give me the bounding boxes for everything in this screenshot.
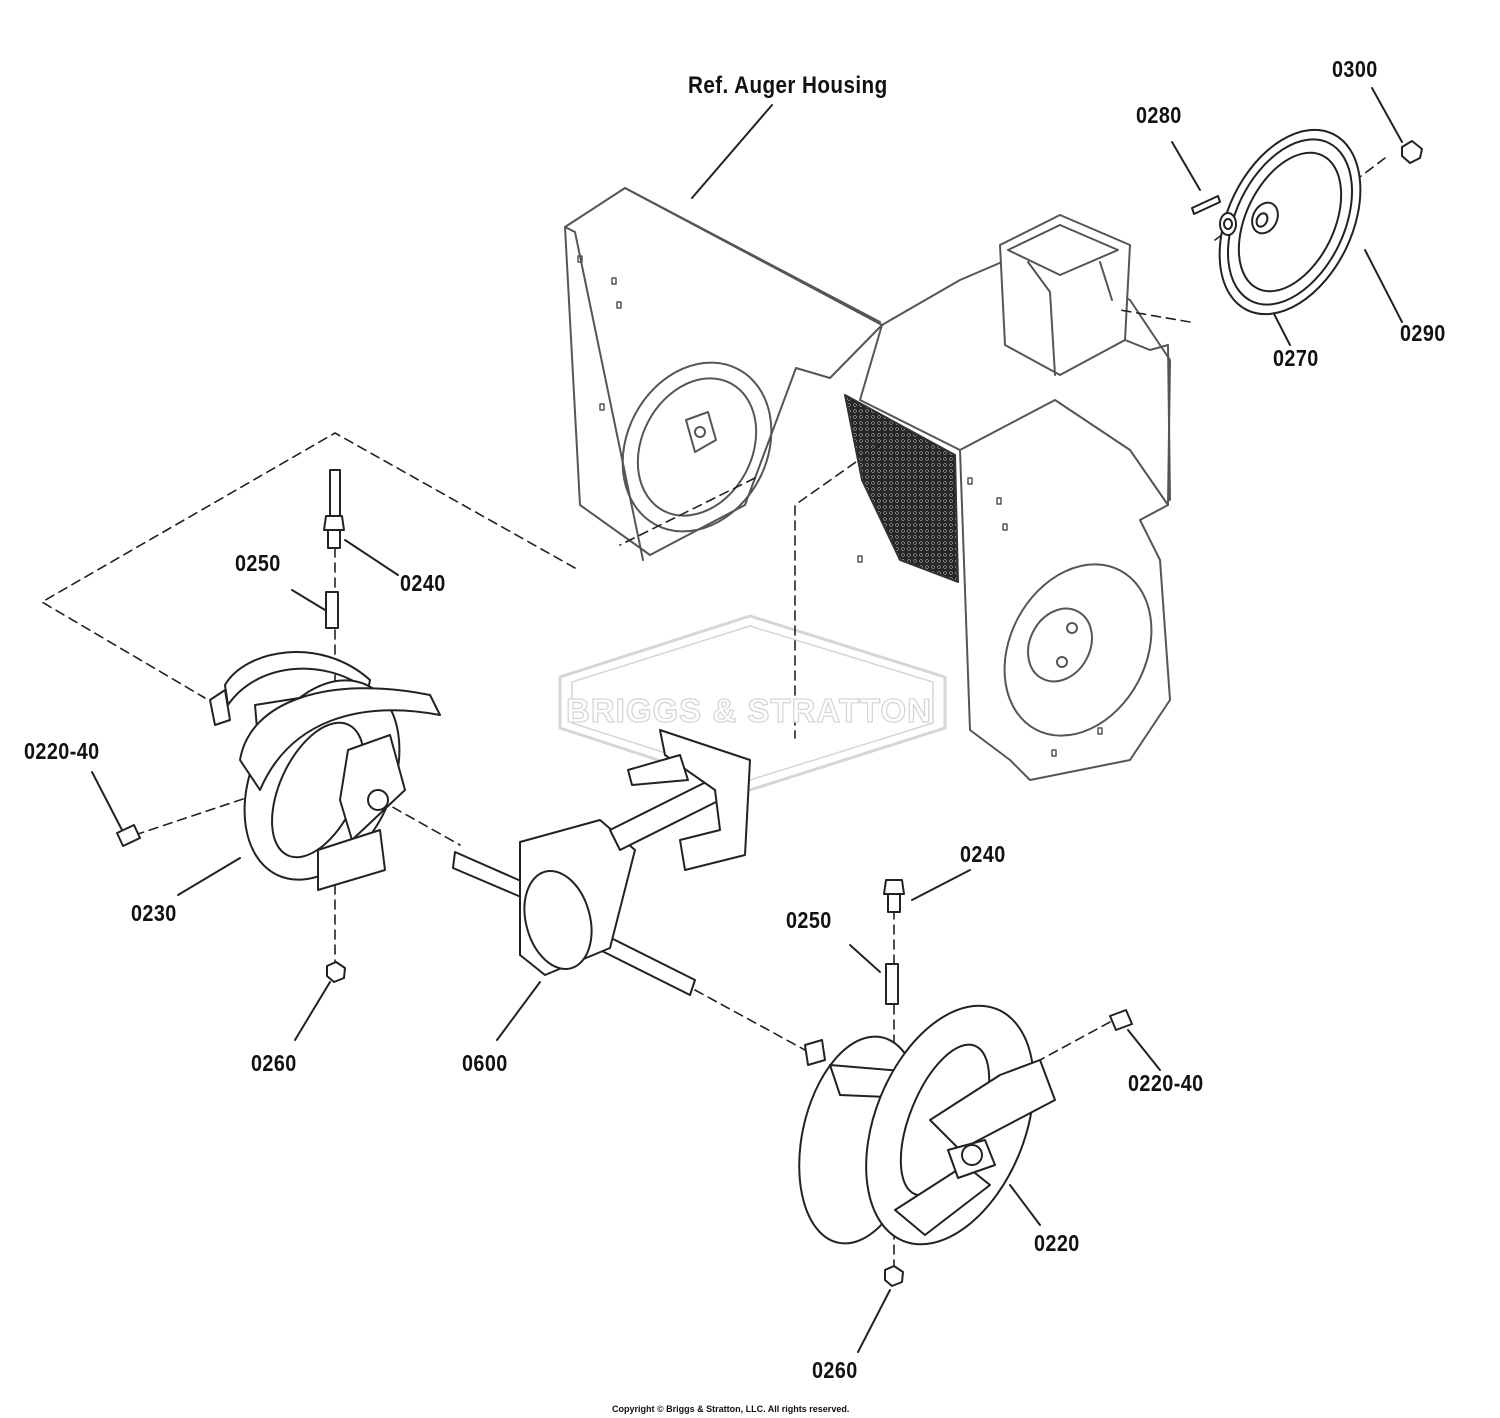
callout-0260-left[interactable]: 0260 [251, 1050, 297, 1076]
callout-0240-right[interactable]: 0240 [960, 841, 1006, 867]
callout-0250-left[interactable]: 0250 [235, 550, 281, 576]
housing-fastener-holes [577, 255, 1103, 757]
callout-0270[interactable]: 0270 [1273, 345, 1319, 371]
callout-0280[interactable]: 0280 [1136, 102, 1182, 128]
assembly-lines [41, 157, 1386, 1271]
callout-0290[interactable]: 0290 [1400, 320, 1446, 346]
left-auger [209, 469, 441, 891]
pulley-nut [1401, 140, 1423, 164]
pulley [1218, 128, 1362, 316]
washer-hole [1223, 218, 1233, 230]
callout-0250-right[interactable]: 0250 [786, 907, 832, 933]
washer [1219, 212, 1237, 236]
right-auger [798, 1004, 1056, 1246]
auger-housing [564, 187, 1171, 781]
callout-0220-40-right[interactable]: 0220-40 [1128, 1070, 1204, 1096]
callout-0220[interactable]: 0220 [1034, 1230, 1080, 1256]
callout-0240-left[interactable]: 0240 [400, 570, 446, 596]
right-hardware [883, 879, 1133, 1287]
callout-0260-right[interactable]: 0260 [812, 1357, 858, 1383]
ref-auger-housing-label: Ref. Auger Housing [688, 72, 888, 99]
callout-0230[interactable]: 0230 [131, 900, 177, 926]
gearbox-assembly [452, 729, 751, 996]
woodruff-key [1191, 195, 1221, 215]
callout-0220-40-left[interactable]: 0220-40 [24, 738, 100, 764]
watermark-logo [558, 614, 947, 792]
callout-0300[interactable]: 0300 [1332, 56, 1378, 82]
callout-0600[interactable]: 0600 [462, 1050, 508, 1076]
watermark-text: BRIGGS & STRATTON [565, 691, 932, 729]
leader-lines [91, 87, 1403, 1353]
copyright-notice: Copyright © Briggs & Stratton, LLC. All … [612, 1404, 850, 1414]
left-hardware [116, 515, 346, 983]
